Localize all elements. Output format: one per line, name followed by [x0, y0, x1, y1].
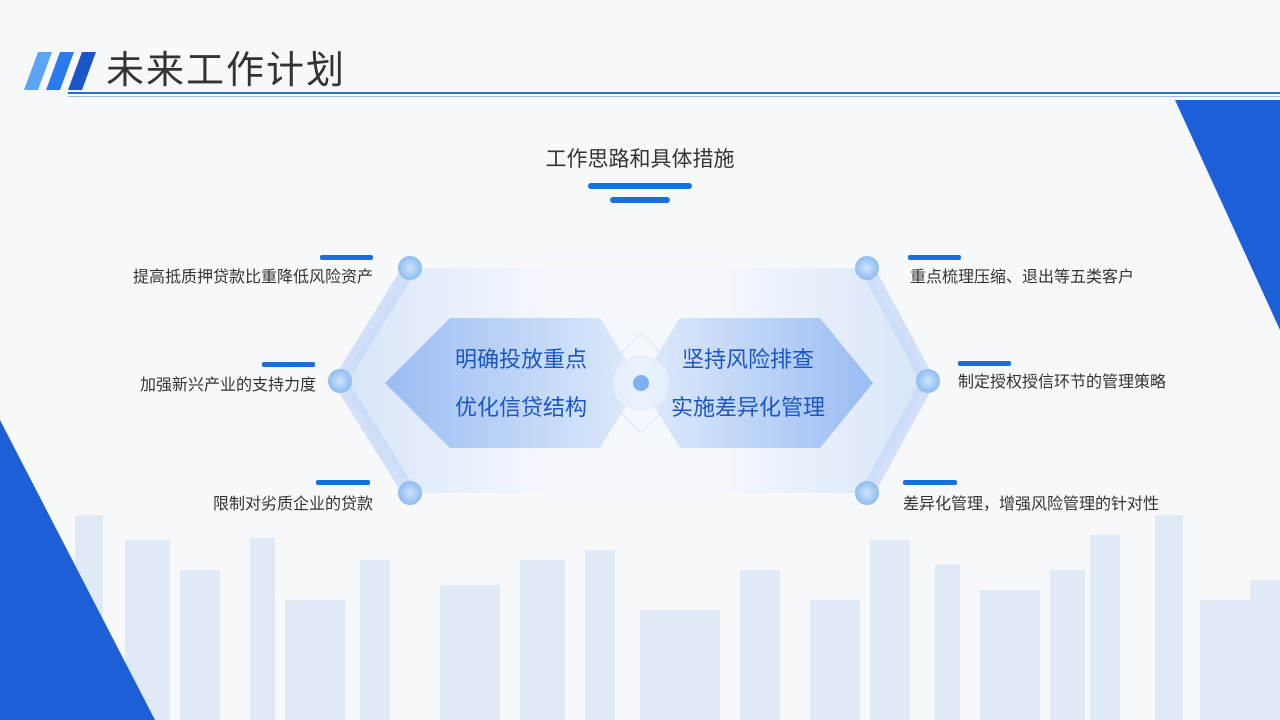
section-subtitle: 工作思路和具体措施: [545, 147, 735, 171]
hex-right-line-2: 实施差异化管理: [670, 396, 825, 421]
corner-triangle-left: [0, 420, 155, 720]
page-title: 未来工作计划: [106, 48, 347, 92]
left-item-2: 加强新兴产业的支持力度: [139, 375, 316, 394]
city-skyline: [75, 515, 1280, 720]
right-item-3: 差异化管理，增强风险管理的针对性: [903, 494, 1160, 513]
hex-right-line-1: 坚持风险排查: [681, 348, 814, 373]
right-item-2: 制定授权授信环节的管理策略: [958, 372, 1167, 391]
hexagon-left: [385, 318, 640, 448]
hexagon-right: [640, 318, 873, 448]
hex-left-line-2: 优化信贷结构: [454, 396, 587, 421]
left-item-1: 提高抵质押贷款比重降低风险资产: [132, 267, 373, 286]
hexagon-right-text: 坚持风险排查 实施差异化管理: [648, 337, 848, 433]
center-dot-icon: [633, 375, 649, 391]
right-item-1: 重点梳理压缩、退出等五类客户: [910, 267, 1135, 286]
left-item-3: 限制对劣质企业的贷款: [212, 494, 373, 513]
node-dots: [328, 256, 940, 505]
title-slashes-icon: [24, 52, 96, 90]
corner-triangle-right: [1175, 100, 1280, 330]
hex-left-line-1: 明确投放重点: [454, 348, 587, 373]
hexagon-left-text: 明确投放重点 优化信贷结构: [421, 337, 621, 433]
title-underline: [68, 92, 1280, 94]
